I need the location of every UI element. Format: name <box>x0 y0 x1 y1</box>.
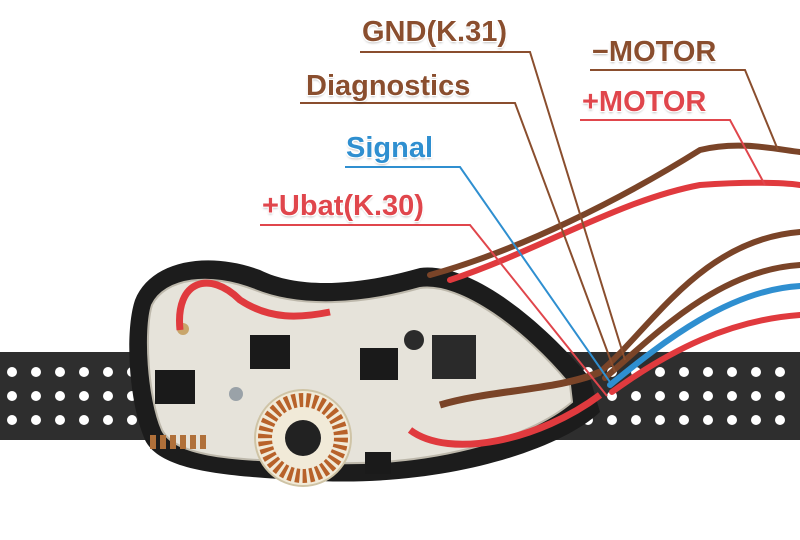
toroid-coil <box>254 389 352 487</box>
strip-hole <box>79 391 89 401</box>
internal-red-wire-2 <box>407 392 603 448</box>
transistor-1 <box>155 370 195 404</box>
label-motor-minus: −MOTOR <box>592 36 717 68</box>
strip-hole <box>55 415 65 425</box>
strip-hole <box>31 415 41 425</box>
strip-hole <box>775 415 785 425</box>
strip-hole <box>727 415 737 425</box>
strip-hole <box>7 415 17 425</box>
strip-hole <box>631 391 641 401</box>
strip-hole <box>607 415 617 425</box>
strip-hole <box>703 367 713 377</box>
strip-hole <box>127 415 137 425</box>
strip-hole <box>103 391 113 401</box>
capacitor <box>404 330 424 350</box>
strip-hole <box>7 367 17 377</box>
strip-hole <box>703 391 713 401</box>
label-signal: Signal <box>346 132 434 164</box>
label-motor-plus: +MOTOR <box>582 86 707 118</box>
internal-red-wire <box>176 279 331 331</box>
strip-hole <box>103 367 113 377</box>
strip-hole <box>727 391 737 401</box>
leader-lines <box>260 51 779 397</box>
strip-hole <box>751 391 761 401</box>
label-diagnostics: Diagnostics <box>306 70 471 102</box>
strip-hole <box>103 415 113 425</box>
strip-hole <box>655 391 665 401</box>
strip-hole <box>79 415 89 425</box>
label-ubat: +Ubat(K.30) <box>262 190 424 222</box>
circuit-board <box>146 278 574 487</box>
strip-hole <box>7 391 17 401</box>
internal-brown-wire <box>438 368 602 409</box>
strip-hole <box>79 367 89 377</box>
strip-hole <box>679 367 689 377</box>
strip-hole <box>31 367 41 377</box>
strip-hole <box>679 415 689 425</box>
transistor-3 <box>360 348 398 380</box>
strip-hole <box>655 367 665 377</box>
strip-hole <box>775 367 785 377</box>
strip-hole <box>727 367 737 377</box>
strip-hole <box>775 391 785 401</box>
strip-hole <box>55 367 65 377</box>
transistor-2 <box>250 335 290 369</box>
strip-hole <box>751 415 761 425</box>
strip-hole <box>679 391 689 401</box>
strip-hole <box>55 391 65 401</box>
ic-chip <box>432 335 476 379</box>
strip-hole <box>655 415 665 425</box>
screw <box>229 387 243 401</box>
small-ic <box>365 452 391 474</box>
strip-hole <box>31 391 41 401</box>
strip-hole <box>631 415 641 425</box>
strip-hole <box>751 367 761 377</box>
label-gnd: GND(K.31) <box>362 16 508 48</box>
strip-hole <box>703 415 713 425</box>
